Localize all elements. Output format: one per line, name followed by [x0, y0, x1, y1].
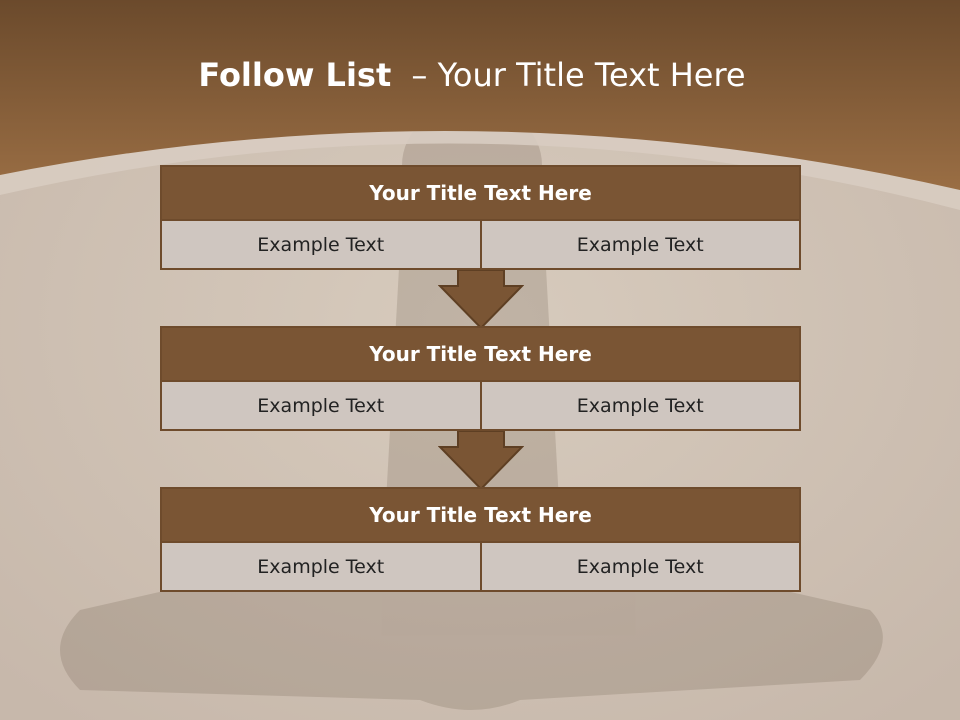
block-cell-left: Example Text: [160, 543, 482, 592]
block-row: Example Text Example Text: [160, 543, 801, 592]
block-cell-right: Example Text: [481, 382, 801, 431]
follow-block-3: Your Title Text Here Example Text Exampl…: [160, 487, 801, 592]
follow-block-1: Your Title Text Here Example Text Exampl…: [160, 165, 801, 270]
down-arrow-icon: [438, 270, 524, 330]
block-cell-right: Example Text: [481, 221, 801, 270]
title-bold-part: Follow List: [198, 56, 392, 94]
block-cell-right: Example Text: [481, 543, 801, 592]
title-subtitle-part: Your Title Text Here: [437, 56, 746, 94]
block-cell-left: Example Text: [160, 382, 482, 431]
block-header: Your Title Text Here: [160, 165, 801, 221]
block-header: Your Title Text Here: [160, 487, 801, 543]
follow-block-2: Your Title Text Here Example Text Exampl…: [160, 326, 801, 431]
block-cell-left: Example Text: [160, 221, 482, 270]
block-row: Example Text Example Text: [160, 221, 801, 270]
title-dash: –: [411, 56, 428, 94]
block-row: Example Text Example Text: [160, 382, 801, 431]
block-header: Your Title Text Here: [160, 326, 801, 382]
down-arrow-icon: [438, 431, 524, 491]
title-banner: [0, 0, 960, 190]
slide-title: Follow List – Your Title Text Here: [0, 56, 944, 94]
